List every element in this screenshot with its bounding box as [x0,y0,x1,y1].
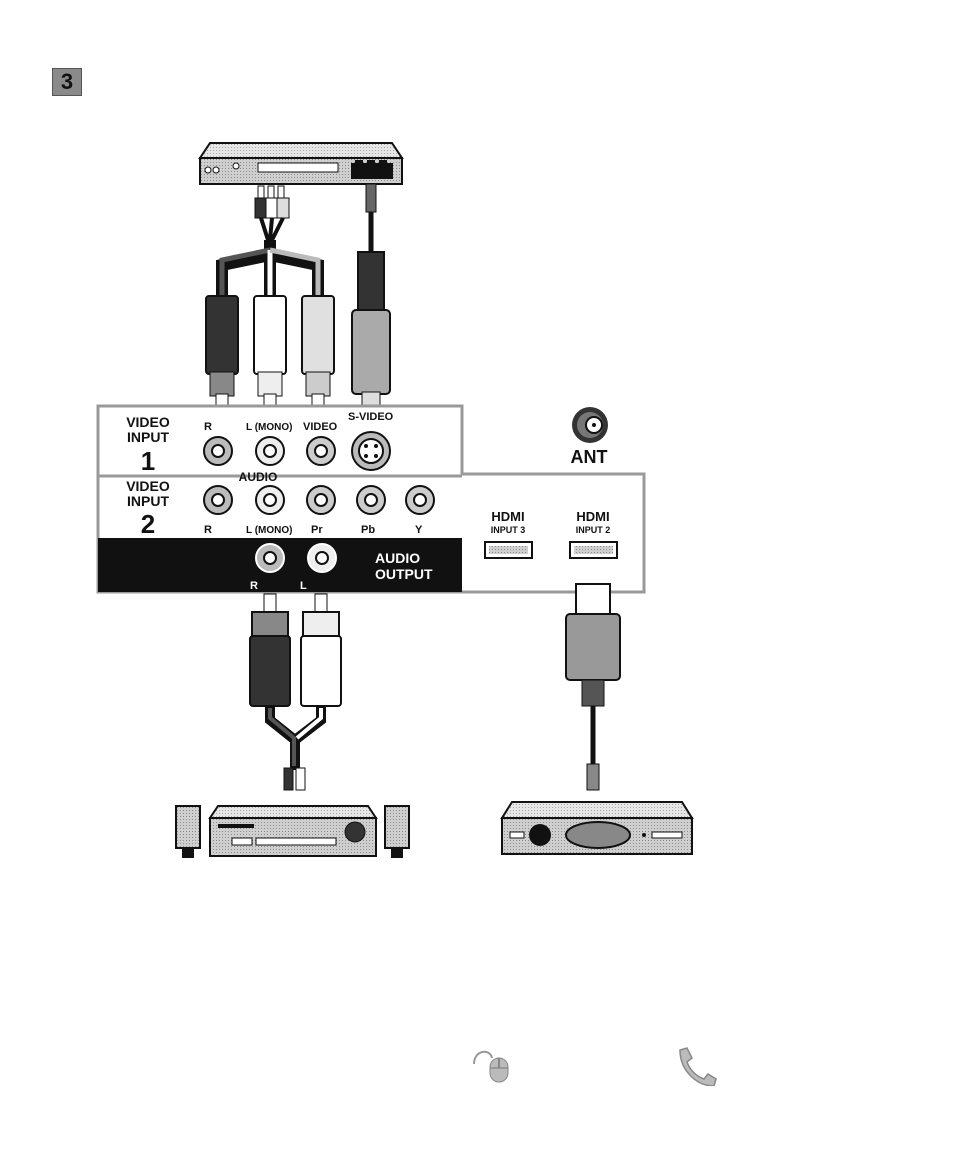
vi2-jack-l-mono: L (MONO) [246,525,292,536]
audio-receiver-with-speakers [176,806,409,858]
vi2-jack-pr: Pr [311,524,323,536]
antenna-jack: ANT [571,407,609,467]
vi1-jack-s-video: S-VIDEO [348,411,394,423]
vi1-jack-r: R [204,421,212,433]
vi1-jack-l-mono: L (MONO) [246,422,292,433]
audio-output-jack-l: L [300,580,307,592]
audio-group-label: AUDIO [239,470,278,484]
audio-output-jack-r: R [250,580,258,592]
mouse-icon[interactable] [470,1044,514,1084]
vi2-jack-pb: Pb [361,524,375,536]
dvd-player [200,143,402,184]
composite-cable [206,186,334,412]
set-top-box [502,802,692,854]
hdmi-input-3-label: INPUT 3 [491,525,526,535]
vi2-jack-r: R [204,524,212,536]
s-video-cable [352,184,390,412]
ant-label: ANT [571,447,608,467]
hdmi-logo: HDMI [576,509,609,524]
hdmi-logo: HDMI [491,509,524,524]
audio-output-cable [250,594,341,790]
hdmi-cable [566,584,620,790]
phone-icon[interactable] [674,1046,718,1086]
video-input-1-number: 1 [141,446,155,476]
video-input-2-number: 2 [141,509,155,539]
vi1-jack-video: VIDEO [303,421,338,433]
hdmi-input-2-label: INPUT 2 [576,525,611,535]
vi2-jack-y: Y [415,524,423,536]
